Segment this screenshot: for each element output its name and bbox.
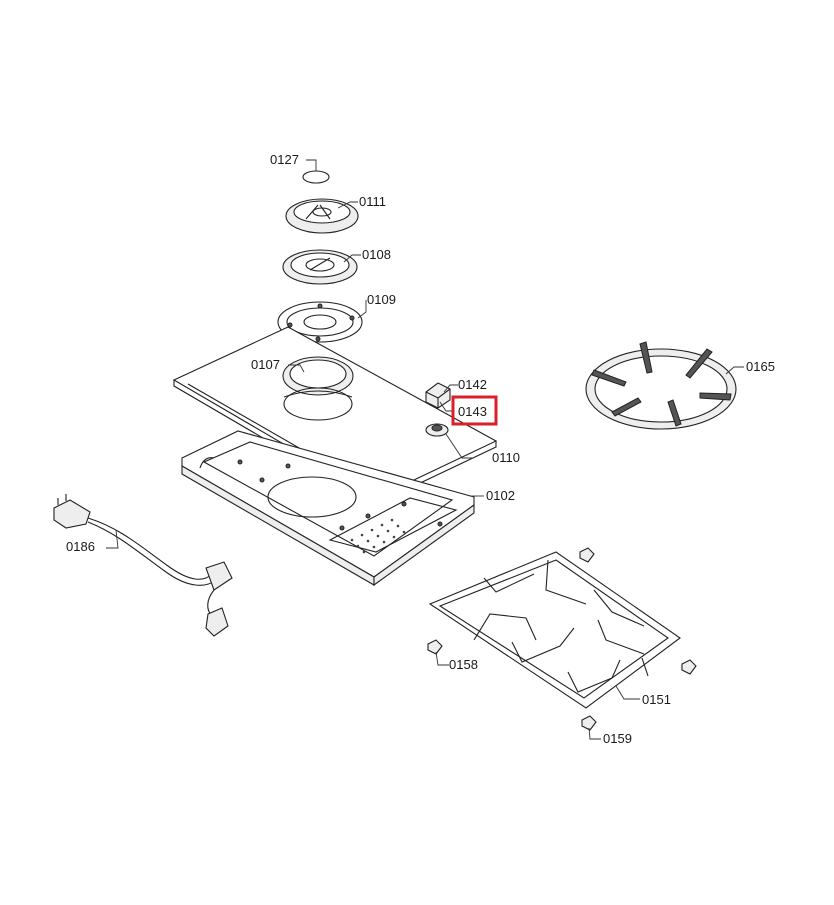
- knob-bezel-0110: [425, 423, 449, 437]
- power-cord-0186: [53, 494, 233, 637]
- burner-ring-0108: [282, 249, 358, 285]
- label-0110: 0110: [492, 450, 520, 465]
- label-0109: 0109: [367, 292, 396, 307]
- label-0158: 0158: [449, 657, 478, 672]
- label-0151: 0151: [642, 692, 671, 707]
- bottom-tray-0102: [181, 430, 475, 587]
- label-0107: 0107: [251, 357, 280, 372]
- label-0111: 0111: [359, 194, 386, 209]
- highlight-box: [451, 395, 498, 426]
- label-0108: 0108: [362, 247, 391, 262]
- foot-0159: [581, 715, 597, 731]
- burner-seal-0107: [282, 356, 354, 421]
- burner-crown-0111: [285, 198, 359, 234]
- label-0102: 0102: [486, 488, 515, 503]
- foot-0158: [427, 639, 443, 655]
- label-0142: 0142: [458, 377, 487, 392]
- label-0186: 0186: [66, 539, 95, 554]
- foot-extra: [579, 547, 697, 675]
- wok-ring-0165: [585, 341, 737, 430]
- pan-support-0151: [428, 551, 681, 709]
- burner-cap-0127: [302, 170, 330, 184]
- label-0165: 0165: [746, 359, 775, 374]
- label-0159: 0159: [603, 731, 632, 746]
- label-0127: 0127: [270, 152, 299, 167]
- knob-0142: [425, 382, 451, 409]
- leader-lines: [106, 159, 744, 740]
- burner-base-0109: [277, 301, 363, 343]
- label-0143: 0143: [458, 404, 487, 419]
